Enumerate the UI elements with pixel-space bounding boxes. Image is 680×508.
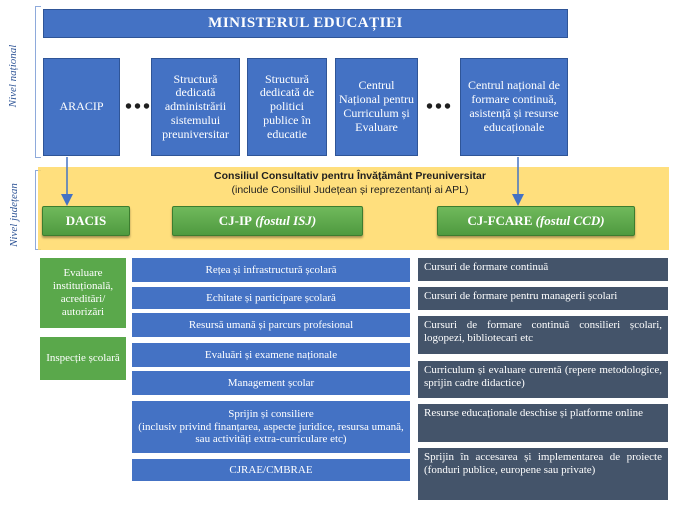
ministry-title: MINISTERUL EDUCAȚIEI — [43, 9, 568, 38]
dacis-function-evaluation: Evaluare instituțională, acreditări/ aut… — [40, 258, 126, 328]
cjip-note: (fostul ISJ) — [255, 213, 317, 228]
cjip-function-network: Rețea și infrastructură școlară — [132, 258, 410, 282]
cjip-function-exams: Evaluări și examene naționale — [132, 343, 410, 367]
national-unit-public-policy: Structură dedicată de politici publice î… — [247, 58, 327, 156]
national-unit-administration: Structură dedicată administrării sistemu… — [151, 58, 240, 156]
cjip-support-detail: (inclusiv privind finanțarea, aspecte ju… — [138, 420, 404, 446]
cjfcare-unit: CJ-FCARE (fostul CCD) — [437, 206, 635, 236]
council-title: Consiliul Consultativ pentru Învățământ … — [214, 170, 486, 182]
dots-right: ••• — [426, 96, 454, 118]
cjfcare-function-open-resources: Resurse educaționale deschise și platfor… — [418, 404, 668, 442]
cjfcare-note: (fostul CCD) — [535, 213, 605, 228]
cjip-function-support: Sprijin și consiliere (inclusiv privind … — [132, 401, 410, 453]
cjfcare-function-counselor-training: Cursuri de formare continuă consilieri ș… — [418, 316, 668, 354]
cjfcare-function-training: Cursuri de formare continuă — [418, 258, 668, 281]
national-unit-training-center: Centrul național de formare continuă, as… — [460, 58, 568, 156]
cjfcare-function-manager-training: Cursuri de formare pentru managerii școl… — [418, 287, 668, 310]
council-subtitle: (include Consiliul Județean și reprezent… — [231, 184, 469, 197]
cjip-support-title: Sprijin și consiliere — [228, 408, 314, 421]
cjip-function-cjrae: CJRAE/CMBRAE — [132, 459, 410, 481]
cjfcare-label: CJ-FCARE — [467, 213, 533, 228]
national-unit-curriculum-center: Centrul Național pentru Curriculum și Ev… — [335, 58, 418, 156]
dacis-function-inspection: Inspecție școlară — [40, 337, 126, 380]
national-unit-aracip: ARACIP — [43, 58, 120, 156]
cjip-function-human-resources: Resursă umană și parcurs profesional — [132, 313, 410, 337]
cjip-function-equity: Echitate și participare școlară — [132, 287, 410, 309]
cjip-function-management: Management școlar — [132, 371, 410, 395]
cjip-unit: CJ-IP (fostul ISJ) — [172, 206, 363, 236]
dacis-unit: DACIS — [42, 206, 130, 236]
dacis-label: DACIS — [65, 213, 107, 228]
national-bracket — [35, 6, 41, 158]
cjip-label: CJ-IP — [218, 213, 252, 228]
cjfcare-function-projects: Sprijin în accesarea și implementarea de… — [418, 448, 668, 500]
county-council-heading: Consiliul Consultativ pentru Învățământ … — [90, 169, 610, 197]
cjfcare-function-curriculum: Curriculum și evaluare curentă (repere m… — [418, 361, 668, 398]
dots-left: ••• — [125, 96, 153, 118]
